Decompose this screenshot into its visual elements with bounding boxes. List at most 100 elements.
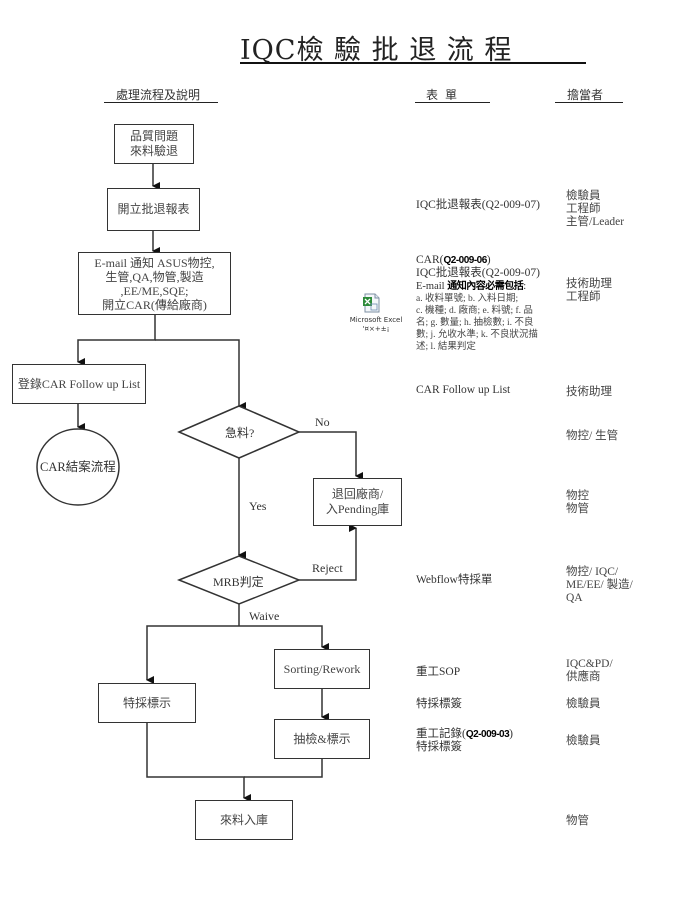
no-branch-label: No — [315, 415, 330, 429]
form-notify: CAR(Q2-009-06) IQC批退報表(Q2-009-07) E-mail… — [416, 254, 540, 353]
owner-sorting-1: IQC&PD/ — [566, 658, 613, 670]
mrb-decision-label: MRB判定 — [213, 575, 264, 589]
form-sample-suffix: ) — [509, 728, 513, 740]
special-mark-label: 特採標示 — [122, 695, 171, 710]
register-car-box: 登錄CAR Follow up List — [12, 364, 146, 404]
form-email-line: E-mail 通知內容必需包括: — [416, 280, 540, 293]
return-vendor-line-2: 入Pending庫 — [325, 502, 390, 516]
stock-in-label: 來料入庫 — [219, 812, 268, 827]
owner-mrb: 物控/ IQC/ ME/EE/ 製造/ QA — [566, 566, 633, 605]
column-header-process: 處理流程及說明 — [116, 88, 201, 102]
notify-line-4: 開立CAR(傳給廠商) — [102, 297, 207, 312]
owner-notify-2: 工程師 — [566, 291, 601, 303]
owner-sorting: IQC&PD/ 供應商 — [566, 658, 613, 684]
connector-sample-to-stock — [244, 758, 323, 778]
waive-branch-label: Waive — [249, 609, 280, 623]
owner-sorting-2: 供應商 — [566, 671, 601, 683]
form-open-report: IQC批退報表(Q2-009-07) — [416, 199, 540, 211]
return-vendor-line-1: 退回廠商/ — [331, 487, 384, 501]
column-header-form: 表 單 — [426, 88, 460, 102]
connector-notify-to-urgent — [155, 339, 246, 410]
start-line-1: 品質問題 — [129, 129, 178, 143]
form-report-line: IQC批退報表(Q2-009-07) — [416, 267, 540, 279]
excel-caption-line-2: '¤×+±¡ — [362, 325, 390, 333]
owner-notify-1: 技術助理 — [566, 278, 612, 290]
excel-file-icon[interactable] — [362, 293, 380, 313]
special-mark-box: 特採標示 — [98, 683, 196, 723]
sample-mark-label: 抽檢&標示 — [293, 731, 351, 746]
form-sample-line-2: 特採標簽 — [416, 741, 462, 753]
owner-open-report: 檢驗員 工程師 主管/Leader — [566, 190, 624, 229]
form-email-suffix: : — [523, 281, 527, 292]
notify-line-2: 生管,QA,物管,製造 — [105, 269, 204, 284]
car-close-label: CAR結案流程 — [40, 460, 116, 474]
connector-notify-split — [77, 315, 156, 366]
page-title: IQC檢 驗 批 退 流 程 — [240, 35, 513, 66]
form-sorting: 重工SOP — [416, 666, 461, 678]
sorting-rework-label: Sorting/Rework — [283, 661, 361, 676]
form-car-line: CAR(Q2-009-06) — [416, 254, 540, 267]
owner-open-report-1: 檢驗員 — [566, 190, 601, 202]
sorting-rework-box: Sorting/Rework — [274, 649, 370, 689]
form-car-code: Q2-009-06 — [443, 255, 487, 266]
owner-open-report-2: 工程師 — [566, 203, 601, 215]
connector-mrb-reject — [299, 524, 357, 581]
form-email-item-2: c. 機種; d. 廠商; e. 料號; f. 品 — [416, 306, 533, 316]
column-header-process-rule — [104, 102, 218, 103]
owner-notify: 技術助理 工程師 — [566, 278, 612, 304]
owner-return-vendor: 物控 物管 — [566, 490, 589, 516]
register-car-label: 登錄CAR Follow up List — [17, 376, 141, 391]
urgent-decision-diamond — [177, 405, 301, 459]
owner-register-car: 技術助理 — [566, 386, 612, 398]
owner-return-vendor-2: 物管 — [566, 503, 589, 515]
open-report-box: 開立批退報表 — [107, 188, 200, 231]
connector-urgent-no — [299, 431, 363, 480]
start-line-2: 來料驗退 — [129, 144, 178, 158]
form-email-bold: 通知內容必需包括 — [447, 281, 524, 292]
yes-branch-label: Yes — [249, 499, 267, 513]
form-email-item-4: 數; j. 允收水準; k. 不良狀況描 — [416, 330, 538, 340]
owner-mrb-1: 物控/ IQC/ — [566, 566, 619, 578]
owner-mrb-2: ME/EE/ 製造/ — [566, 579, 633, 591]
notify-line-3: ,EE/ME,SQE; — [120, 283, 189, 298]
form-register-car: CAR Follow up List — [416, 384, 511, 396]
connector-waive-to-sorting — [239, 625, 329, 651]
form-email-item-5: 述; l. 結果判定 — [416, 342, 476, 352]
column-header-form-rule — [415, 102, 490, 103]
start-box: 品質問題 來料驗退 — [114, 124, 194, 164]
excel-caption-line-1: Microsoft Excel — [349, 316, 403, 324]
connector-special-to-stock — [146, 722, 251, 802]
form-email-item-3: 名; g. 數量; h. 抽檢數; i. 不良 — [416, 318, 534, 328]
owner-return-vendor-1: 物控 — [566, 490, 589, 502]
column-header-owner-rule — [555, 102, 623, 103]
owner-open-report-3: 主管/Leader — [566, 216, 625, 228]
urgent-decision-label: 急料? — [225, 426, 255, 440]
form-sample-prefix: 重工記錄( — [416, 728, 466, 740]
notify-line-1: E-mail 通知 ASUS物控, — [94, 255, 215, 270]
reject-branch-label: Reject — [312, 561, 343, 575]
stock-in-box: 來料入庫 — [195, 800, 293, 840]
sample-mark-box: 抽檢&標示 — [274, 719, 370, 759]
form-car-prefix: CAR( — [416, 254, 444, 266]
owner-sample: 檢驗員 — [566, 735, 601, 747]
form-sample: 重工記錄(Q2-009-03) 特採標簽 — [416, 728, 513, 754]
form-sample-line-1: 重工記錄(Q2-009-03) — [416, 728, 513, 741]
return-vendor-box: 退回廠商/ 入Pending庫 — [313, 478, 402, 526]
owner-mrb-3: QA — [566, 592, 583, 604]
owner-stock-in: 物管 — [566, 815, 589, 827]
form-email-item-1: a. 收料單號; b. 入料日期; — [416, 294, 519, 304]
form-mrb: Webflow特採單 — [416, 574, 493, 586]
owner-urgent: 物控/ 生管 — [566, 430, 619, 442]
mrb-decision-diamond — [176, 555, 302, 605]
title-underline — [240, 62, 586, 64]
excel-attachment-caption[interactable]: Microsoft Excel '¤×+±¡ — [346, 316, 406, 334]
car-close-ellipse — [36, 428, 120, 506]
column-header-owner: 擔當者 — [567, 88, 604, 102]
open-report-label: 開立批退報表 — [117, 202, 190, 216]
form-car-suffix: ) — [486, 254, 491, 266]
form-special: 特採標簽 — [416, 698, 462, 710]
form-sample-code: Q2-009-03 — [465, 729, 510, 740]
notify-box: E-mail 通知 ASUS物控, 生管,QA,物管,製造 ,EE/ME,SQE… — [78, 252, 231, 315]
owner-special: 檢驗員 — [566, 698, 601, 710]
